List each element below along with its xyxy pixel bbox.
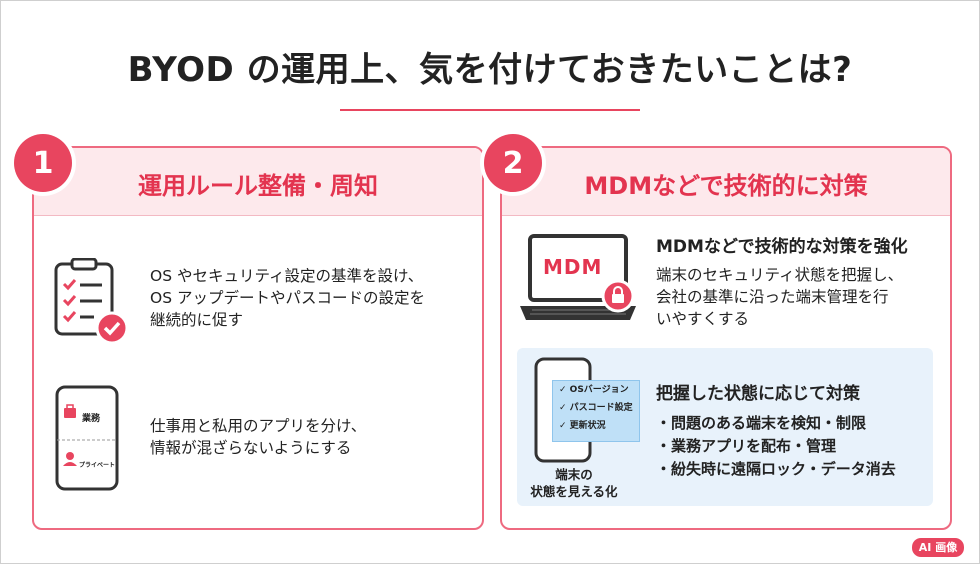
card-1-heading: 運用ルール整備・周知 xyxy=(138,172,378,200)
text-line: OS アップデートやパスコードの設定を xyxy=(150,289,425,307)
phone-label-work: 業務 xyxy=(82,414,101,424)
phone-caption: 端末の 状態を見える化 xyxy=(520,466,628,500)
number-badge-2: 2 xyxy=(484,134,542,192)
text-line: 情報が混ざらないようにする xyxy=(150,439,352,457)
laptop-screen-text: MDM xyxy=(543,255,603,279)
check-item: ✓ 更新状況 xyxy=(559,421,606,431)
card-1-item-2-text: 仕事用と私用のアプリを分け、 情報が混ざらないようにする xyxy=(150,415,366,459)
check-item: ✓ パスコード設定 xyxy=(559,403,633,413)
number-badge-1: 1 xyxy=(14,134,72,192)
text-line: OS やセキュリティ設定の基準を設け、 xyxy=(150,267,424,285)
page-title: BYOD の運用上、気を付けておきたいことは? xyxy=(127,50,853,90)
list-item: 問題のある端末を検知・制限 xyxy=(656,412,896,435)
text-line: いやすくする xyxy=(656,310,750,328)
device-check-panel: ✓ OSバージョン ✓ パスコード設定 ✓ 更新状況 xyxy=(552,380,640,442)
card-2-heading: MDMなどで技術的に対策 xyxy=(584,172,868,200)
title-underline xyxy=(340,109,640,111)
card-1-item-1-text: OS やセキュリティ設定の基準を設け、 OS アップデートやパスコードの設定を … xyxy=(150,265,425,331)
text-line: 仕事用と私用のアプリを分け、 xyxy=(150,417,367,435)
mdm-block-1-text: 端末のセキュリティ状態を把握し、 会社の基準に沿った端末管理を行 いやすくする xyxy=(656,264,903,330)
checklist-icon xyxy=(54,258,129,345)
text-line: 継続的に促す xyxy=(150,311,244,329)
caption-line: 端末の xyxy=(555,467,593,482)
caption-line: 状態を見える化 xyxy=(530,484,618,499)
text-line: 端末のセキュリティ状態を把握し、 xyxy=(656,266,904,284)
card-2-header: MDMなどで技術的に対策 xyxy=(502,148,950,216)
work-private-phone-icon xyxy=(55,385,119,491)
mdm-countermeasure-list: 問題のある端末を検知・制限 業務アプリを配布・管理 紛失時に遠隔ロック・データ消… xyxy=(656,412,896,481)
mdm-block-2-heading: 把握した状態に応じて対策 xyxy=(656,384,860,404)
mdm-block-1-heading: MDMなどで技術的な対策を強化 xyxy=(656,237,908,257)
card-1-header: 運用ルール整備・周知 xyxy=(34,148,482,216)
laptop-mdm-icon xyxy=(520,234,636,320)
phone-label-private: プライベート xyxy=(79,462,116,469)
list-item: 業務アプリを配布・管理 xyxy=(656,435,896,458)
list-item: 紛失時に遠隔ロック・データ消去 xyxy=(656,458,896,481)
check-item: ✓ OSバージョン xyxy=(559,385,629,395)
ai-image-badge: AI 画像 xyxy=(912,538,964,557)
text-line: 会社の基準に沿った端末管理を行 xyxy=(656,288,889,306)
